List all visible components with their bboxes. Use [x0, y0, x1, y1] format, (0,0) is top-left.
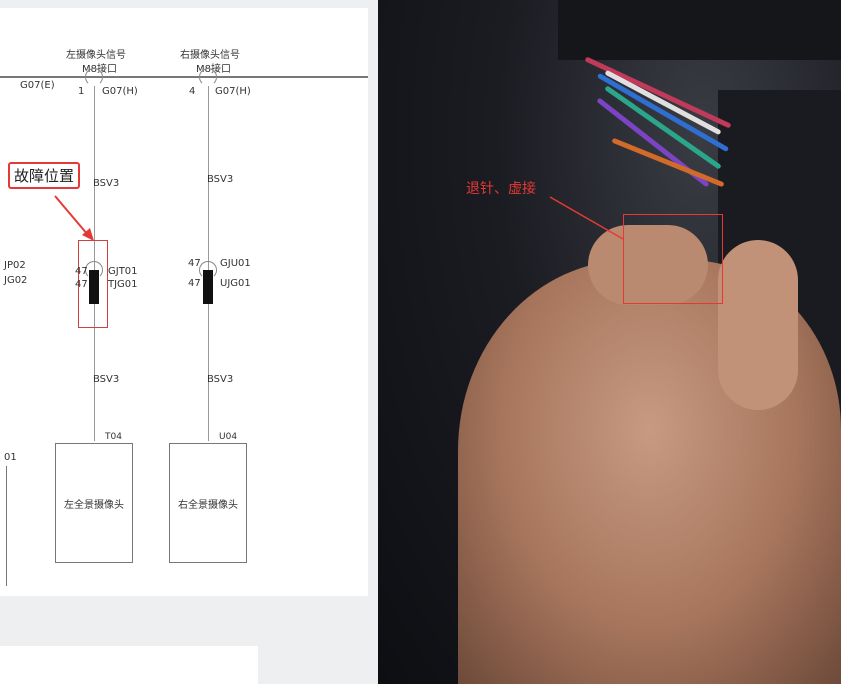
white-panel: [0, 646, 258, 684]
right-wire-label: BSV3: [207, 174, 234, 185]
left-camera-label: 左全景摄像头: [64, 499, 124, 511]
edge-label: 01: [4, 452, 17, 463]
photo-annotation: 退针、虚接: [466, 181, 536, 197]
finger: [588, 225, 708, 305]
device-code: T04: [105, 432, 122, 442]
bus-line: [0, 76, 368, 78]
right-pin: 4: [189, 86, 196, 97]
wire: [584, 56, 732, 129]
right-wire-label-lower: BSV3: [207, 374, 234, 385]
right-header: 右摄像头信号: [180, 50, 240, 61]
thumb: [718, 240, 798, 410]
pin: 47: [188, 258, 201, 269]
right-connector-symbol: [199, 68, 217, 86]
left-connector-symbol: [85, 68, 103, 86]
edge-label: JG02: [4, 275, 28, 286]
fault-highlight-box: [78, 240, 108, 328]
right-connector-body: [203, 270, 213, 304]
connector-label: UJG01: [220, 278, 251, 289]
fault-highlight-box-photo: [623, 214, 723, 304]
right-inline-connector: [199, 261, 217, 279]
pin: 47: [75, 266, 88, 277]
left-wire-label: BSV3: [93, 178, 120, 189]
left-connector-body: [89, 270, 99, 304]
right-pin-label: G07(H): [215, 86, 251, 97]
fault-callout: 故障位置: [8, 162, 81, 189]
wire: [611, 137, 725, 188]
connector-label: GJT01: [108, 266, 138, 277]
left-inline-connector: [85, 261, 103, 279]
edge-box: [6, 466, 7, 586]
housing-top: [558, 0, 841, 60]
pin: 47: [188, 278, 201, 289]
pin: 47: [75, 279, 88, 290]
connector-label: GJU01: [220, 258, 251, 269]
left-pin: 1: [78, 86, 85, 97]
connector-photo: 退针、虚接: [378, 0, 841, 684]
ground-label: G07(E): [20, 80, 55, 91]
device-code: U04: [219, 432, 238, 442]
right-camera-label: 右全景摄像头: [178, 499, 238, 511]
wiring-diagram: 左摄像头信号 M8接口 右摄像头信号 M8接口 G07(E) 1 G07(H) …: [0, 8, 368, 596]
edge-label: JP02: [4, 260, 26, 271]
left-pin-label: G07(H): [102, 86, 138, 97]
left-camera-box: 左全景摄像头: [55, 443, 133, 563]
right-camera-box: 右全景摄像头: [169, 443, 247, 563]
left-wire-label-lower: BSV3: [93, 374, 120, 385]
connector-label: TJG01: [108, 279, 138, 290]
left-header: 左摄像头信号: [66, 50, 126, 61]
callout-arrow-icon: [54, 195, 94, 241]
annotation-line: [549, 196, 624, 240]
